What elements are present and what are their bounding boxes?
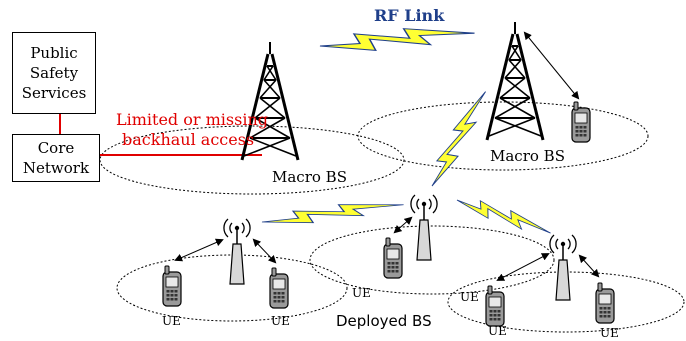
- arrow-bs-right-ue1: [496, 253, 550, 281]
- ue-middle-label: UE: [352, 286, 371, 300]
- backhaul-label-line-2: backhaul access: [122, 130, 255, 149]
- ue-left-1-label: UE: [162, 314, 181, 328]
- core-network-line-2: Network: [22, 159, 90, 177]
- macro-cell-left-coverage: [99, 125, 405, 195]
- deployed-cell-left-coverage: [116, 254, 348, 322]
- ue-right-2-phone-icon: [595, 282, 615, 324]
- arrow-macro-ue: [523, 31, 580, 100]
- public-safety-line-2: Safety: [29, 64, 79, 82]
- arrow-bs-left-ue2: [252, 238, 277, 264]
- rf-link-label: RF Link: [374, 6, 445, 25]
- rf-link-deployed-left-lightning-icon: [261, 204, 404, 224]
- macro-cell-right-coverage: [357, 101, 649, 171]
- arrow-bs-left-ue1: [174, 238, 224, 262]
- macro-bs-right-label: Macro BS: [490, 147, 565, 165]
- macro-bs-right-tower-icon: [485, 20, 545, 142]
- arrow-bs-right-ue2: [578, 254, 600, 278]
- ue-right-2-label: UE: [600, 326, 619, 340]
- ue-right-1a-label: UE: [460, 290, 479, 304]
- ue-left-2-label: UE: [271, 314, 290, 328]
- rf-link-macro-deployed-lightning-icon: [431, 91, 486, 187]
- core-network-line-1: Core: [37, 139, 75, 157]
- ue-right-1b-label: UE: [488, 324, 507, 338]
- public-safety-services-box: Public Safety Services: [12, 32, 96, 114]
- backhaul-label-line-1: Limited or missing: [116, 110, 268, 129]
- ue-left-1-phone-icon: [162, 265, 182, 307]
- core-network-box: Core Network: [12, 134, 100, 182]
- rf-link-deployed-right-lightning-icon: [456, 199, 551, 234]
- ue-right-1-phone-icon: [485, 285, 505, 327]
- ue-middle-phone-icon: [383, 237, 403, 279]
- deployed-bs-label: Deployed BS: [336, 312, 432, 330]
- public-safety-line-3: Services: [21, 84, 87, 102]
- macro-bs-left-label: Macro BS: [272, 168, 347, 186]
- public-safety-line-1: Public: [30, 44, 78, 62]
- deployed-bs-middle-icon: [410, 194, 438, 261]
- deployed-bs-left-icon: [223, 218, 251, 285]
- arrow-bs-middle-ue: [393, 216, 413, 234]
- deployed-bs-right-icon: [549, 234, 577, 301]
- ue-macro-right-phone-icon: [571, 101, 591, 143]
- rf-link-macro-lightning-icon: [319, 28, 475, 52]
- ue-left-2-phone-icon: [269, 267, 289, 309]
- deployed-cell-middle-coverage: [309, 225, 555, 295]
